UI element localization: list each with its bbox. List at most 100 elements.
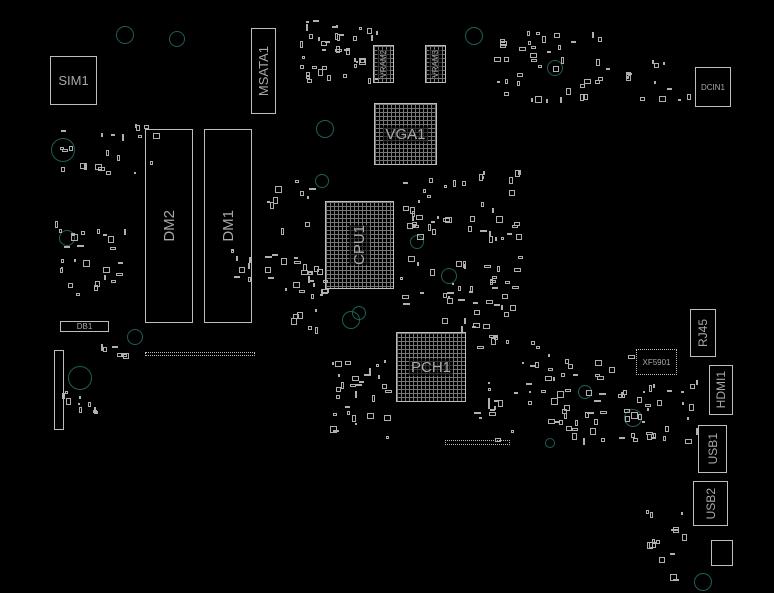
- cpu-chip[interactable]: CPU1: [325, 201, 394, 289]
- smd-part: [652, 539, 655, 544]
- smd-part: [659, 96, 666, 102]
- smd-part: [687, 417, 689, 420]
- smd-part: [327, 75, 331, 81]
- smd-part: [110, 247, 116, 250]
- side-connector[interactable]: [54, 350, 64, 430]
- smd-part: [318, 69, 323, 76]
- smd-part: [554, 33, 560, 38]
- dcin-connector[interactable]: DCIN1: [695, 67, 731, 107]
- smd-part: [598, 77, 603, 81]
- smd-part: [293, 282, 300, 288]
- smd-part: [368, 78, 371, 84]
- sim-slot[interactable]: SIM1: [50, 56, 97, 105]
- dimm2-slot[interactable]: DM2: [145, 129, 193, 323]
- vram2-chip[interactable]: VRAM2: [373, 45, 394, 83]
- vram3-chip[interactable]: VRAM3: [425, 45, 446, 83]
- smd-part: [116, 273, 123, 276]
- smd-part: [628, 355, 635, 359]
- mounting-hole: [127, 329, 143, 345]
- smd-part: [548, 368, 553, 371]
- smd-part: [431, 221, 435, 223]
- smd-part: [336, 387, 341, 392]
- smd-part: [94, 411, 98, 414]
- smd-part: [103, 347, 107, 352]
- smd-part: [308, 326, 312, 330]
- vga-chip[interactable]: VGA1: [374, 103, 437, 165]
- smd-part: [507, 233, 512, 235]
- smd-part: [273, 197, 278, 204]
- smd-part: [360, 59, 365, 63]
- smd-part: [481, 202, 484, 207]
- smd-part: [432, 229, 436, 235]
- smd-part: [312, 66, 317, 69]
- usb2-connector[interactable]: USB2: [693, 481, 728, 526]
- smd-part: [673, 579, 679, 581]
- smd-part: [138, 135, 142, 138]
- hdmi-connector[interactable]: HDMI1: [709, 365, 733, 415]
- smd-part: [61, 130, 66, 132]
- smd-part: [61, 259, 64, 263]
- smd-part: [646, 510, 649, 514]
- usb1-connector[interactable]: USB1: [698, 425, 727, 473]
- smd-part: [66, 398, 71, 405]
- smd-part: [337, 34, 340, 41]
- smd-part: [71, 233, 75, 236]
- smd-part: [663, 436, 666, 441]
- smd-part: [355, 391, 357, 398]
- smd-part: [452, 283, 454, 285]
- smd-part: [562, 409, 567, 414]
- smd-part: [300, 191, 304, 196]
- smd-part: [501, 305, 503, 310]
- smd-part: [359, 381, 364, 383]
- smd-part: [300, 65, 304, 69]
- db1-connector[interactable]: DB1: [60, 321, 109, 332]
- smd-part: [248, 263, 250, 269]
- mounting-hole: [169, 31, 185, 47]
- smd-part: [575, 420, 578, 426]
- smd-part: [371, 35, 373, 41]
- smd-part: [458, 299, 465, 301]
- xf5901-transformer[interactable]: XF5901: [636, 349, 677, 375]
- smd-part: [560, 97, 562, 103]
- dimm1-slot[interactable]: DM1: [204, 129, 252, 323]
- smd-part: [489, 236, 493, 243]
- smd-part: [268, 277, 274, 279]
- smd-part: [420, 292, 424, 294]
- smd-part: [367, 413, 374, 419]
- smd-part: [490, 280, 496, 283]
- smd-part: [566, 426, 572, 431]
- mounting-hole: [315, 174, 329, 188]
- smd-part: [306, 24, 308, 31]
- smd-part: [584, 79, 591, 84]
- smd-part: [355, 423, 357, 425]
- smd-part: [568, 364, 573, 369]
- smd-part: [584, 94, 588, 100]
- smd-part: [483, 171, 485, 175]
- smd-part: [417, 262, 419, 266]
- smd-part: [408, 256, 415, 262]
- msata-connector[interactable]: MSATA1: [251, 28, 276, 114]
- smd-part: [637, 397, 642, 403]
- smd-part: [265, 267, 271, 273]
- smd-part: [79, 396, 81, 399]
- smd-part: [519, 47, 526, 51]
- smd-part: [364, 374, 371, 376]
- smd-part: [330, 426, 337, 433]
- smd-part: [690, 384, 695, 389]
- smd-part: [531, 59, 537, 62]
- smd-part: [643, 391, 645, 393]
- smd-part: [430, 269, 435, 276]
- smd-part: [505, 79, 508, 84]
- smd-part: [417, 234, 424, 240]
- smd-part: [626, 74, 631, 81]
- small-connector[interactable]: [711, 540, 733, 566]
- rj45-connector[interactable]: RJ45: [690, 309, 716, 357]
- smd-part: [456, 261, 462, 267]
- pch-label: PCH1: [408, 358, 453, 376]
- smd-part: [309, 34, 313, 39]
- smd-part: [649, 385, 652, 392]
- smd-part: [566, 88, 571, 95]
- smd-part: [59, 229, 62, 233]
- pch-chip[interactable]: PCH1: [396, 332, 466, 402]
